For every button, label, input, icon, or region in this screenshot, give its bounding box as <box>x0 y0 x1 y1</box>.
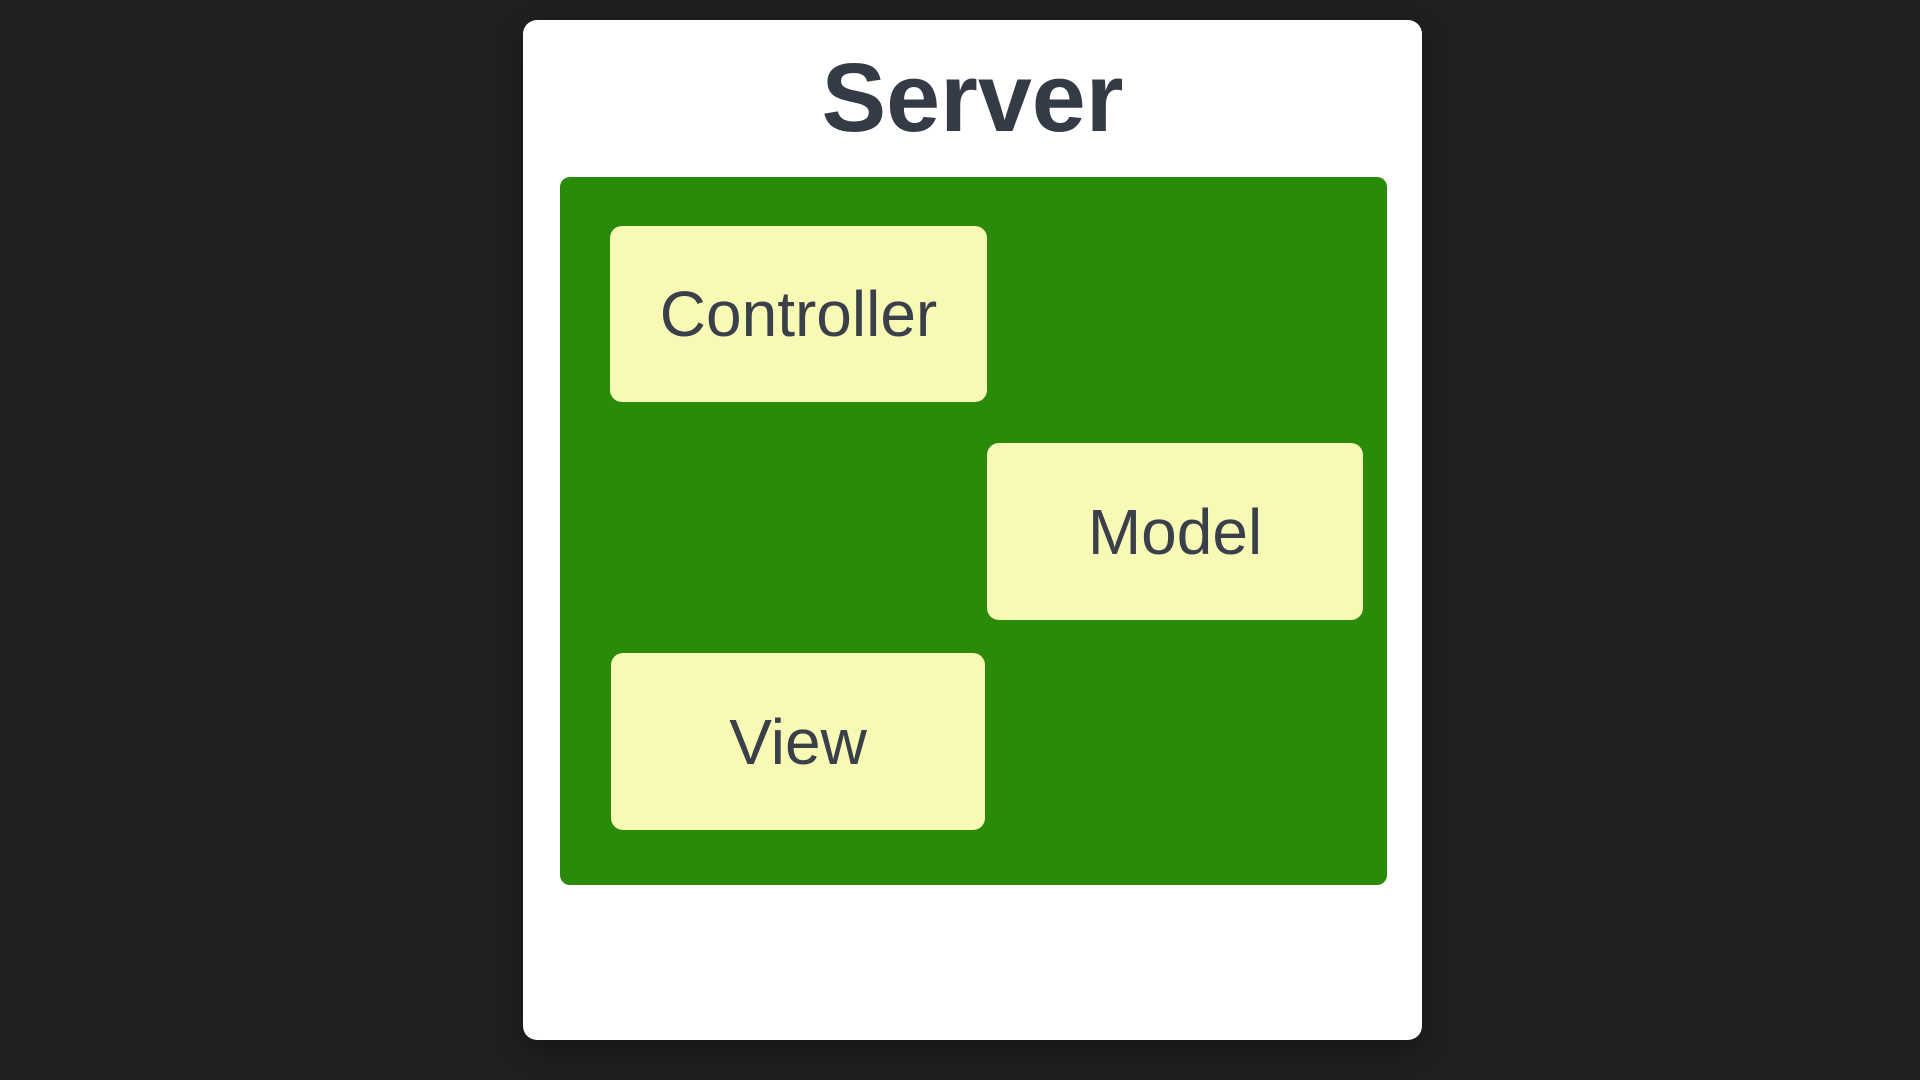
controller-node-label: Controller <box>659 278 938 350</box>
mvc-container: Controller Model View <box>560 177 1387 885</box>
controller-node: Controller <box>610 226 987 402</box>
view-node: View <box>611 653 985 830</box>
model-node-label: Model <box>1087 495 1263 568</box>
model-node: Model <box>987 443 1363 620</box>
server-title: Server <box>821 43 1124 152</box>
server-card: Server Controller Model View <box>523 20 1422 1040</box>
view-node-label: View <box>729 705 867 778</box>
